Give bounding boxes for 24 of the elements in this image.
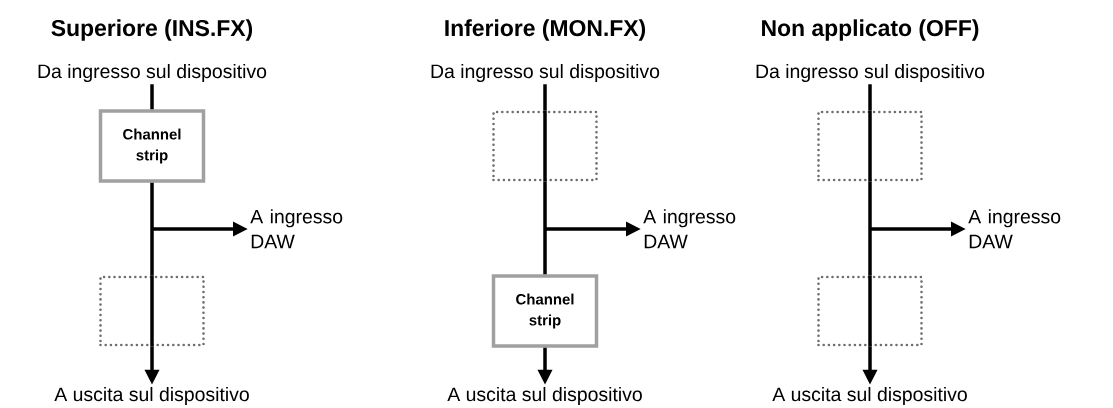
panel-title: Superiore (INS.FX) xyxy=(51,19,253,41)
bypass-box xyxy=(99,275,205,347)
signal-line xyxy=(150,84,154,110)
signal-line xyxy=(150,182,154,276)
input-label: Da ingresso sul dispositivo xyxy=(38,63,267,83)
output-label: A uscita sul dispositivo xyxy=(447,386,642,406)
signal-line xyxy=(543,181,547,275)
signal-line xyxy=(868,181,872,276)
bypass-box xyxy=(492,110,598,182)
input-label: Da ingresso sul dispositivo xyxy=(431,63,660,83)
input-label: Da ingresso sul dispositivo xyxy=(756,63,985,83)
output-label: A uscita sul dispositivo xyxy=(772,386,967,406)
signal-line xyxy=(868,84,872,111)
signal-line xyxy=(543,84,547,111)
process-box: Channel strip xyxy=(98,109,206,183)
output-label: A ingresso DAW xyxy=(250,209,343,249)
bypass-box xyxy=(817,110,923,182)
output-label: A ingresso DAW xyxy=(643,209,736,249)
bypass-box xyxy=(817,275,923,347)
panel-title: Inferiore (MON.FX) xyxy=(445,19,646,41)
panel-title: Non applicato (OFF) xyxy=(762,19,979,41)
output-label: A uscita sul dispositivo xyxy=(54,386,249,406)
process-box: Channel strip xyxy=(491,274,599,348)
output-label: A ingresso DAW xyxy=(968,209,1061,249)
